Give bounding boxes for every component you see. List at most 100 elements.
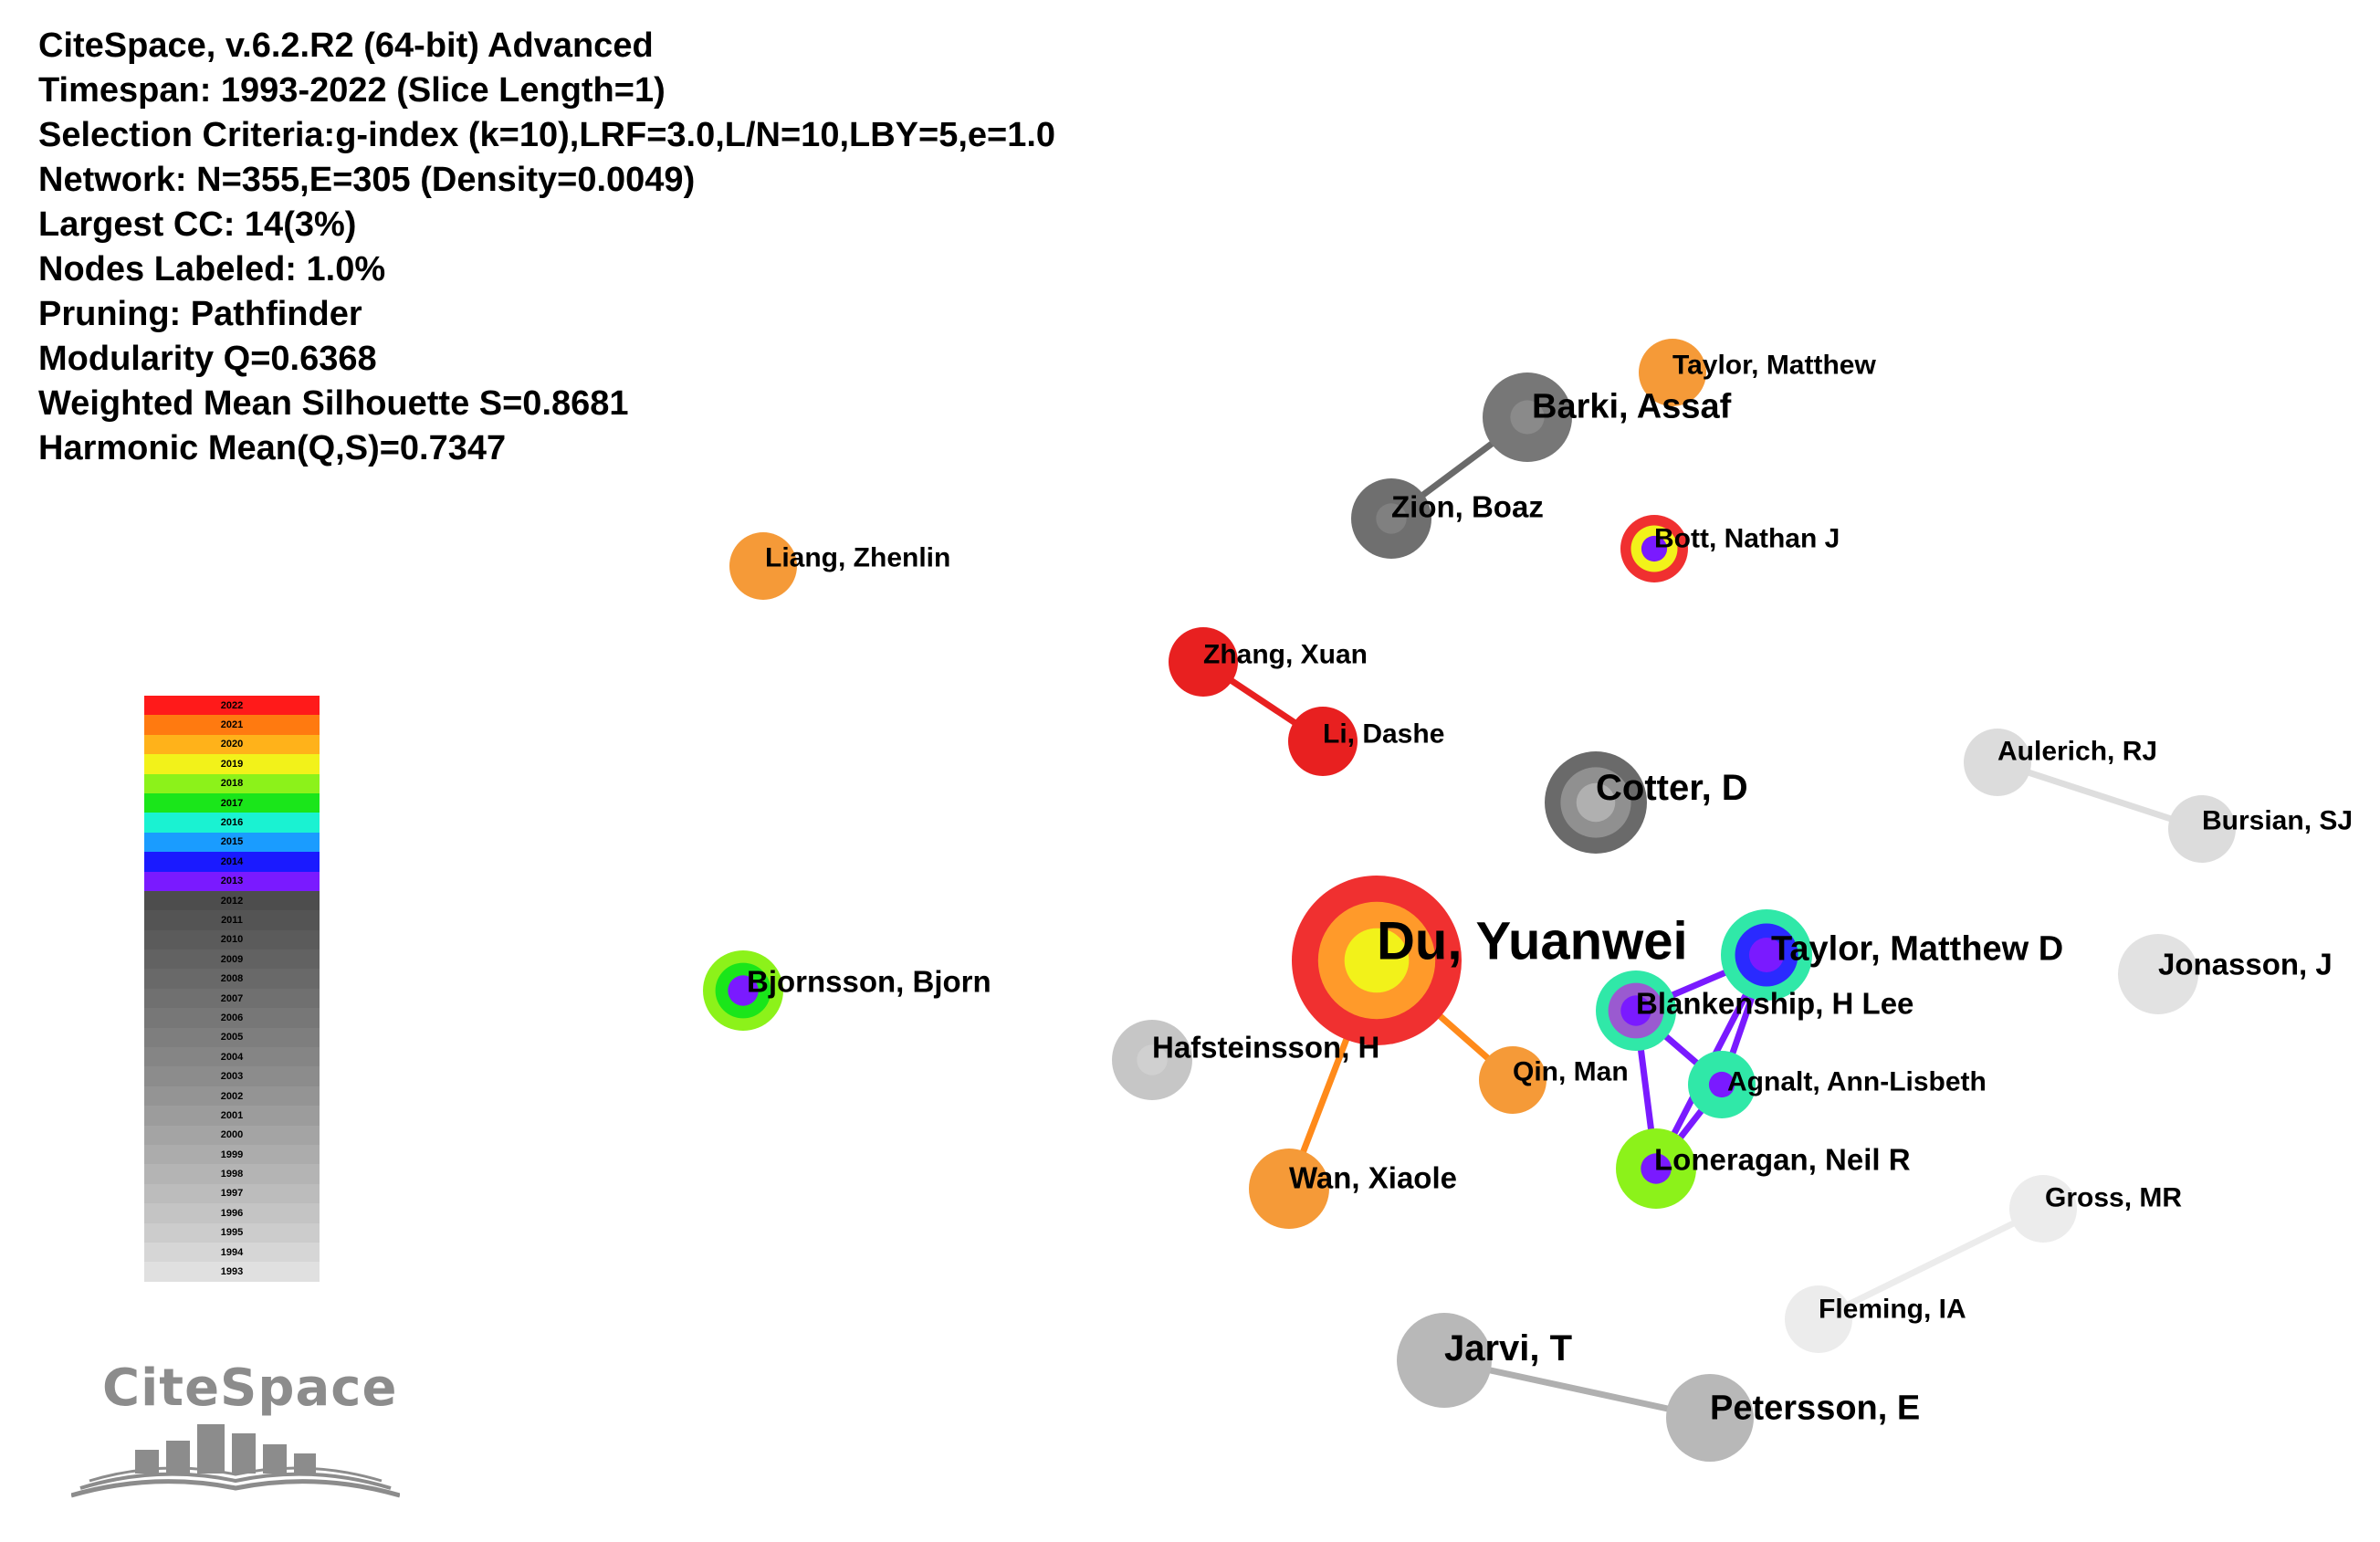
node-ring — [1288, 707, 1358, 776]
node-li[interactable] — [1288, 707, 1358, 776]
info-line-selection-criteria: Selection Criteria:g-index (k=10),LRF=3.… — [38, 116, 1056, 154]
legend-year-2014: 2014 — [144, 852, 320, 872]
node-ring — [1510, 400, 1545, 435]
node-label: Aulerich, RJ — [1997, 737, 2157, 767]
node-label: Taylor, Matthew — [1672, 351, 1876, 381]
legend-year-1997: 1997 — [144, 1183, 320, 1204]
node-layer — [703, 339, 2236, 1462]
legend-year-1999: 1999 — [144, 1144, 320, 1165]
legend-year-1994: 1994 — [144, 1242, 320, 1263]
node-fleming[interactable] — [1785, 1285, 1852, 1353]
node-du[interactable] — [1292, 876, 1462, 1045]
network-summary: CiteSpace, v.6.2.R2 (64-bit) Advanced Ti… — [38, 24, 1055, 471]
node-aulerich[interactable] — [1964, 729, 2031, 796]
node-label: Du, Yuanwei — [1377, 911, 1688, 970]
legend-year-2016: 2016 — [144, 813, 320, 833]
node-label: Bursian, SJ — [2202, 806, 2353, 836]
node-agnalt[interactable] — [1688, 1051, 1756, 1118]
legend-year-2009: 2009 — [144, 949, 320, 970]
legend-year-2010: 2010 — [144, 929, 320, 950]
legend-year-2019: 2019 — [144, 754, 320, 774]
node-ring — [1397, 1313, 1492, 1408]
node-label: Zion, Boaz — [1391, 490, 1544, 524]
node-wan[interactable] — [1249, 1149, 1329, 1229]
node-ring — [1749, 938, 1784, 972]
legend-year-2003: 2003 — [144, 1066, 320, 1086]
info-line-harmonic-mean: Harmonic Mean(Q,S)=0.7347 — [38, 429, 507, 467]
node-gross[interactable] — [2009, 1175, 2077, 1243]
node-label: Taylor, Matthew D — [1771, 929, 2063, 968]
node-label: Hafsteinsson, H — [1152, 1031, 1379, 1065]
node-ring — [1137, 1044, 1168, 1075]
info-line-silhouette: Weighted Mean Silhouette S=0.8681 — [38, 384, 629, 423]
node-barki[interactable] — [1483, 372, 1572, 462]
node-label: Liang, Zhenlin — [765, 543, 950, 573]
node-label: Qin, Man — [1513, 1057, 1629, 1087]
node-ring — [1964, 729, 2031, 796]
node-label: Jarvi, T — [1444, 1328, 1572, 1369]
node-ring — [1666, 1374, 1754, 1462]
node-label: Gross, MR — [2045, 1183, 2182, 1213]
info-line-timespan: Timespan: 1993-2022 (Slice Length=1) — [38, 71, 666, 110]
legend-year-1995: 1995 — [144, 1222, 320, 1243]
node-label: Blankenship, H Lee — [1636, 987, 1913, 1021]
node-taylor_md[interactable] — [1721, 909, 1812, 1001]
node-liang[interactable] — [729, 532, 797, 600]
node-taylor_m[interactable] — [1639, 339, 1706, 406]
node-label: Fleming, IA — [1819, 1295, 1966, 1325]
node-label: Petersson, E — [1710, 1389, 1920, 1427]
logo-book-icon — [70, 1424, 401, 1498]
node-label: Bjornsson, Bjorn — [747, 965, 991, 999]
node-ring — [1639, 339, 1706, 406]
legend-year-2022: 2022 — [144, 696, 320, 716]
node-zion[interactable] — [1351, 478, 1431, 559]
info-line-modularity: Modularity Q=0.6368 — [38, 340, 377, 378]
node-ring — [1785, 1285, 1852, 1353]
legend-year-2012: 2012 — [144, 890, 320, 911]
info-line-largest-cc: Largest CC: 14(3%) — [38, 205, 357, 244]
legend-year-2002: 2002 — [144, 1086, 320, 1107]
node-zhang[interactable] — [1169, 627, 1238, 697]
node-qin[interactable] — [1479, 1046, 1546, 1114]
node-label: Bott, Nathan J — [1654, 524, 1840, 554]
node-ring — [1376, 503, 1407, 534]
info-line-software: CiteSpace, v.6.2.R2 (64-bit) Advanced — [38, 26, 654, 65]
node-blankenship[interactable] — [1596, 970, 1676, 1051]
node-jarvi[interactable] — [1397, 1313, 1492, 1408]
node-ring — [1641, 535, 1668, 562]
node-label: Loneragan, Neil R — [1654, 1143, 1911, 1177]
node-ring — [1641, 1153, 1672, 1184]
info-line-pruning: Pruning: Pathfinder — [38, 295, 362, 333]
node-label: Jonasson, J — [2158, 948, 2333, 981]
logo-text: CiteSpace — [102, 1358, 398, 1418]
node-bjornsson[interactable] — [703, 950, 783, 1031]
citespace-logo: CiteSpace — [70, 1358, 401, 1505]
node-label: Wan, Xiaole — [1289, 1161, 1457, 1195]
node-jonasson[interactable] — [2118, 934, 2198, 1014]
node-ring — [729, 532, 797, 600]
node-petersson[interactable] — [1666, 1374, 1754, 1462]
node-ring — [2168, 795, 2236, 863]
node-bott[interactable] — [1620, 515, 1688, 582]
legend-year-2013: 2013 — [144, 871, 320, 891]
edge-aulerich-bursian — [1994, 759, 2206, 833]
legend-year-2000: 2000 — [144, 1125, 320, 1145]
node-ring — [1620, 995, 1651, 1026]
node-bursian[interactable] — [2168, 795, 2236, 863]
legend-year-2008: 2008 — [144, 969, 320, 989]
legend-year-2018: 2018 — [144, 773, 320, 793]
legend-year-2021: 2021 — [144, 715, 320, 735]
node-loneragan[interactable] — [1616, 1128, 1696, 1209]
node-label: Zhang, Xuan — [1203, 640, 1368, 670]
node-label: Barki, Assaf — [1532, 387, 1732, 425]
node-cotter[interactable] — [1545, 751, 1647, 854]
node-ring — [1249, 1149, 1329, 1229]
node-ring — [1708, 1071, 1735, 1098]
node-label: Agnalt, Ann-Lisbeth — [1727, 1067, 1987, 1097]
info-line-nodes-labeled: Nodes Labeled: 1.0% — [38, 250, 386, 288]
legend-year-2001: 2001 — [144, 1106, 320, 1126]
node-hafsteinsson[interactable] — [1112, 1020, 1192, 1100]
node-label: Cotter, D — [1596, 768, 1748, 808]
legend-year-1996: 1996 — [144, 1203, 320, 1223]
